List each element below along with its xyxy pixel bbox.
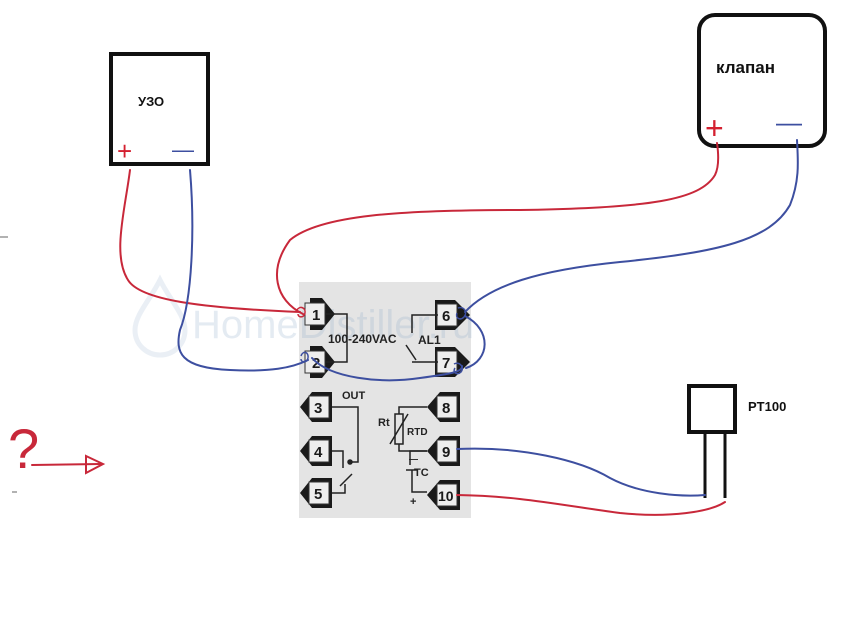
- wire-t9-to-pt100: [456, 447, 706, 497]
- wire-t1-to-valve-plus: [276, 142, 720, 315]
- svg-text:2: 2: [312, 355, 320, 372]
- voltage-label: 100-240VAC: [328, 332, 397, 346]
- terminal-5: 5: [300, 478, 332, 508]
- terminal-8: 8: [427, 392, 460, 422]
- rtd-label: RTD: [407, 427, 428, 438]
- valve-box: [697, 13, 827, 148]
- wire-t10-to-pt100: [456, 494, 726, 516]
- connection-marks: [296, 306, 467, 375]
- terminal-1: 1: [304, 298, 335, 330]
- out-label: OUT: [342, 390, 366, 402]
- wire-uzo-plus-to-t1: [119, 169, 301, 313]
- alarm-label: AL1: [418, 333, 441, 347]
- out-relay-symbol: [332, 406, 359, 494]
- question-mark: ?: [8, 417, 39, 480]
- pt100-label: PT100: [748, 399, 786, 414]
- terminal-10: 10: [427, 480, 460, 510]
- svg-text:1: 1: [312, 307, 320, 324]
- uzo-plus-label: +: [117, 136, 132, 166]
- tc-label: TC: [414, 467, 429, 479]
- valve-minus-label: —: [776, 107, 802, 137]
- wire-t2-to-t7: [311, 357, 463, 382]
- svg-text:10: 10: [438, 488, 454, 504]
- rt-label: Rt: [378, 417, 390, 429]
- svg-text:3: 3: [314, 400, 322, 417]
- alarm-relay-symbol: [405, 314, 438, 363]
- pt100-sensor-box: [687, 384, 737, 434]
- rtd-resistor-symbol: [389, 406, 427, 493]
- terminal-3: 3: [300, 392, 332, 422]
- uzo-minus-label: —: [172, 137, 194, 162]
- uzo-box: [109, 52, 210, 166]
- valve-label: клапан: [716, 58, 775, 77]
- svg-text:6: 6: [442, 308, 450, 325]
- svg-text:9: 9: [442, 444, 450, 461]
- tc-minus-label: —: [409, 454, 418, 464]
- power-bracket: [326, 313, 348, 363]
- watermark-drop-icon: [132, 274, 188, 358]
- tc-plus-label: +: [410, 496, 416, 508]
- svg-text:8: 8: [442, 400, 450, 417]
- wire-t6-to-t7: [464, 315, 486, 369]
- svg-text:7: 7: [442, 355, 450, 372]
- terminal-9: 9: [427, 436, 460, 466]
- terminal-4: 4: [300, 436, 332, 466]
- wire-uzo-minus-to-t2: [177, 169, 309, 372]
- watermark-text: HomeDistiller.ru: [192, 303, 474, 347]
- wires: [119, 139, 799, 516]
- valve-plus-label: +: [705, 110, 724, 146]
- arrow-right-icon: [31, 454, 106, 475]
- svg-text:5: 5: [314, 486, 322, 503]
- svg-text:4: 4: [314, 444, 323, 461]
- wire-t6-to-valve-minus: [464, 139, 799, 313]
- uzo-label: УЗО: [138, 94, 164, 109]
